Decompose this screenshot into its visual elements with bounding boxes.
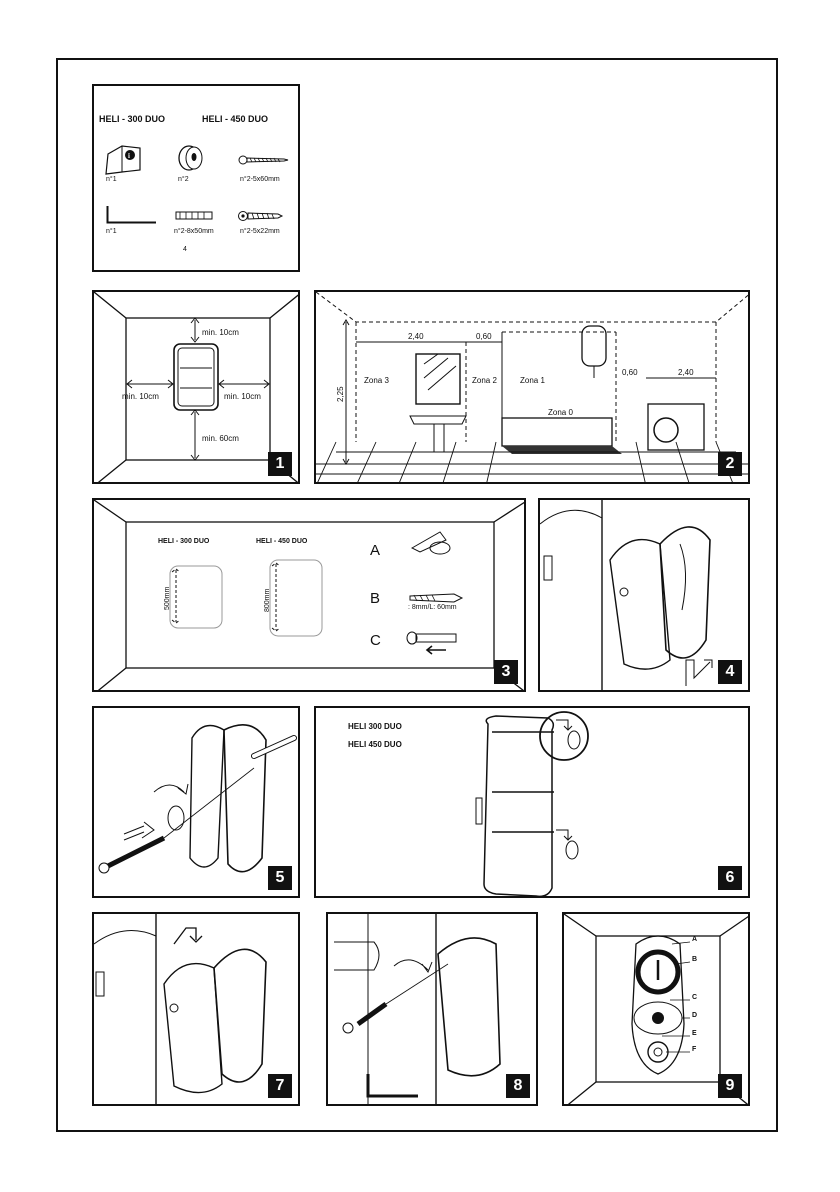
screw-short-icon xyxy=(239,212,283,221)
panel-1-number: 1 xyxy=(268,452,292,476)
parts-qty-5: n°2-8x50mm xyxy=(174,228,214,235)
panel-3-step-c: C xyxy=(370,632,381,649)
panel-9-label-a: A xyxy=(692,936,697,943)
parts-qty-3: n°2-5x60mm xyxy=(240,176,280,183)
panel-8-secure-screw: 8 xyxy=(326,912,538,1106)
parts-footnote: 4 xyxy=(183,246,187,253)
panel-4-mount-bracket: 4 xyxy=(538,498,750,692)
panel-1-clearances: min. 10cm min. 10cm min. 10cm min. 60cm … xyxy=(92,290,300,484)
panel-9-label-b: B xyxy=(692,956,697,963)
panel-6-drawing xyxy=(316,708,750,898)
panel-9-label-c: C xyxy=(692,994,697,1001)
panel-3-drawing xyxy=(94,500,526,692)
panel-3-step-b-text: : 8mm/L: 60mm xyxy=(408,604,457,611)
panel-9-controls: A B C D E F 9 xyxy=(562,912,750,1106)
panel-1-left-label: min. 10cm xyxy=(122,392,159,401)
panel-3-step-b: B xyxy=(370,590,380,607)
parts-qty-6: n°2-5x22mm xyxy=(240,228,280,235)
wall-plug-icon xyxy=(176,212,212,219)
parts-qty-4: n°1 xyxy=(106,228,117,235)
panel-2-dim-240-right: 2,40 xyxy=(678,368,694,377)
panel-3-drilling: HELI - 300 DUO HELI - 450 DUO 500mm 800m… xyxy=(92,498,526,692)
panel-3-model-a: HELI - 300 DUO xyxy=(158,538,209,545)
panel-8-number: 8 xyxy=(506,1074,530,1098)
panel-6-hang-radiator: HELI 300 DUO HELI 450 DUO 6 xyxy=(314,706,750,898)
panel-7-number: 7 xyxy=(268,1074,292,1098)
panel-5-number: 5 xyxy=(268,866,292,890)
panel-2-dim-060-left: 0,60 xyxy=(476,332,492,341)
allen-key-icon xyxy=(108,206,156,222)
panel-3-number: 3 xyxy=(494,660,518,684)
manual-icon: i xyxy=(106,146,140,174)
panel-2-number: 2 xyxy=(718,452,742,476)
panel-1-right-label: min. 10cm xyxy=(224,392,261,401)
panel-4-number: 4 xyxy=(718,660,742,684)
panel-2-height: 2,25 xyxy=(336,386,345,402)
wall-bracket-icon xyxy=(179,146,202,170)
panel-2-bathroom-zones: 2,40 0,60 0,60 2,40 2,25 Zona 3 Zona 2 Z… xyxy=(314,290,750,484)
svg-text:i: i xyxy=(128,152,130,160)
panel-9-label-f: F xyxy=(692,1046,696,1053)
screw-long-icon xyxy=(239,156,288,164)
panel-3-model-b: HELI - 450 DUO xyxy=(256,538,307,545)
panel-3-step-a: A xyxy=(370,542,380,559)
panel-6-number: 6 xyxy=(718,866,742,890)
parts-qty-1: n°1 xyxy=(106,176,117,183)
panel-3-dim-b: 800mm xyxy=(264,589,271,612)
panel-2-zone-3: Zona 3 xyxy=(364,376,389,385)
panel-9-label-d: D xyxy=(692,1012,697,1019)
panel-2-dim-060-right: 0,60 xyxy=(622,368,638,377)
panel-2-drawing xyxy=(316,292,750,484)
parts-panel: HELI - 300 DUO HELI - 450 DUO i n°1 n°2 … xyxy=(92,84,300,272)
panel-1-top-label: min. 10cm xyxy=(202,328,239,337)
panel-7-fit-radiator: 7 xyxy=(92,912,300,1106)
panel-2-zone-1: Zona 1 xyxy=(520,376,545,385)
panel-2-zone-0: Zona 0 xyxy=(548,408,573,417)
panel-9-number: 9 xyxy=(718,1074,742,1098)
panel-1-bottom-label: min. 60cm xyxy=(202,434,239,443)
panel-2-dim-240-left: 2,40 xyxy=(408,332,424,341)
parts-qty-2: n°2 xyxy=(178,176,189,183)
panel-2-zone-2: Zona 2 xyxy=(472,376,497,385)
panel-5-screw-bracket: 5 xyxy=(92,706,300,898)
panel-3-dim-a: 500mm xyxy=(164,587,171,610)
panel-9-label-e: E xyxy=(692,1030,697,1037)
